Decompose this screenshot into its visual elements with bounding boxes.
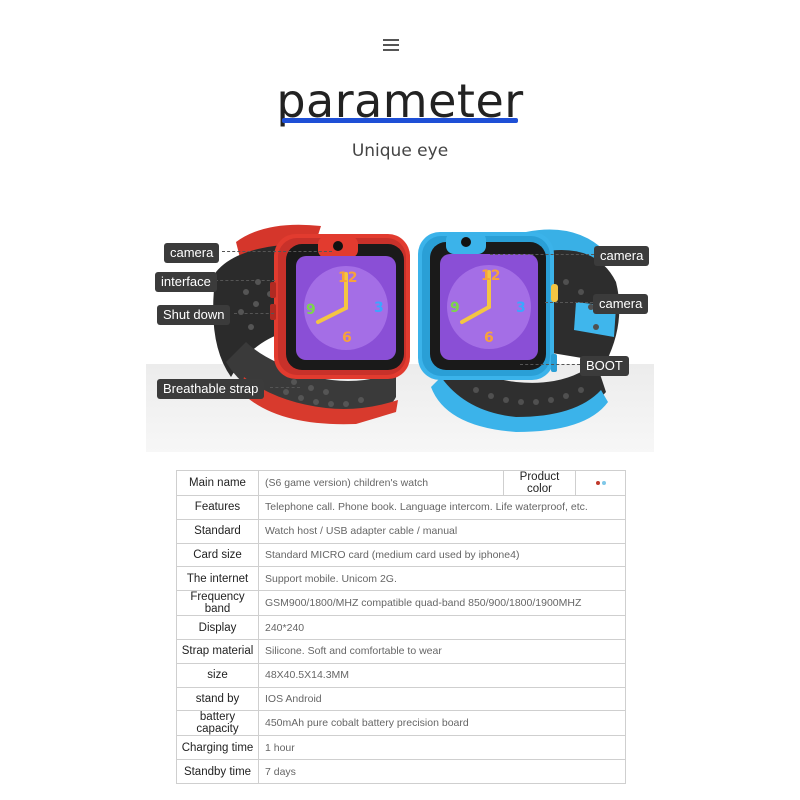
callout-line-breathable-strap — [270, 387, 300, 388]
product-color-swatches — [575, 470, 626, 496]
spec-label: Card size — [176, 542, 259, 568]
spec-label: Standby time — [176, 759, 259, 784]
blue-color-dot — [601, 481, 606, 486]
blue-watch-3: 3 — [516, 300, 526, 316]
red-watch-3: 3 — [374, 300, 384, 316]
blue-watch-12: 12 — [481, 268, 500, 284]
spec-label: Frequency band — [176, 590, 259, 617]
spec-value: Telephone call. Phone book. Language int… — [258, 495, 626, 520]
spec-value: 48X40.5X14.3MM — [258, 662, 626, 688]
spec-value: GSM900/1800/MHZ compatible quad-band 850… — [258, 590, 626, 617]
callout-boot: BOOT — [580, 356, 629, 376]
spec-label: Display — [176, 615, 259, 640]
blue-watch-9: 9 — [450, 300, 460, 316]
callout-camera-right-1: camera — [594, 246, 650, 266]
callout-line-camera-left — [222, 251, 332, 252]
spec-value: Standard MICRO card (medium card used by… — [258, 542, 626, 568]
red-color-dot — [595, 481, 600, 486]
callout-breathable-strap: Breathable strap — [157, 379, 265, 399]
callout-line-camera-right-2 — [545, 302, 593, 303]
title-underline — [282, 118, 518, 123]
spec-label: size — [176, 662, 259, 688]
main-name-label: Main name — [176, 470, 259, 496]
callout-camera-left: camera — [164, 243, 220, 263]
callout-shut-down: Shut down — [157, 305, 231, 325]
spec-label: The internet — [176, 566, 259, 592]
callout-line-boot — [520, 364, 580, 365]
spec-label: Charging time — [176, 735, 259, 761]
product-color-label: Product color — [503, 470, 576, 496]
watches-illustration: 12 3 6 9 — [213, 224, 620, 432]
spec-value: Watch host / USB adapter cable / manual — [258, 518, 626, 544]
callout-camera-right-2: camera — [593, 294, 649, 314]
callout-line-interface — [215, 280, 275, 281]
page-subtitle: Unique eye — [351, 141, 449, 161]
spec-value: Silicone. Soft and comfortable to wear — [258, 638, 626, 664]
callout-line-shut-down — [234, 313, 274, 314]
callout-line-camera-right-1 — [490, 254, 594, 255]
spec-value: 7 days — [258, 759, 626, 784]
table-row-main-name: Main name (S6 game version) children's w… — [176, 470, 626, 496]
blue-watch-6: 6 — [484, 330, 494, 346]
blue-watch: 12 3 6 9 — [418, 229, 620, 432]
spec-label: stand by — [176, 686, 259, 712]
product-photo: 12 3 6 9 — [146, 212, 654, 452]
menu-icon[interactable] — [383, 36, 399, 52]
spec-label: Strap material — [176, 638, 259, 664]
red-watch-9: 9 — [306, 302, 316, 318]
spec-label: Features — [176, 495, 259, 520]
spec-table: Main name (S6 game version) children's w… — [176, 470, 626, 784]
spec-label: Standard — [176, 518, 259, 544]
red-watch-6: 6 — [342, 330, 352, 346]
spec-value: 240*240 — [258, 615, 626, 640]
spec-label: battery capacity — [176, 710, 259, 737]
spec-value: 450mAh pure cobalt battery precision boa… — [258, 710, 626, 737]
main-name-value: (S6 game version) children's watch — [258, 470, 504, 496]
callout-interface: interface — [155, 272, 217, 292]
spec-value: 1 hour — [258, 735, 626, 761]
red-watch: 12 3 6 9 — [213, 224, 410, 425]
red-watch-12: 12 — [338, 270, 357, 286]
spec-value: Support mobile. Unicom 2G. — [258, 566, 626, 592]
spec-value: IOS Android — [258, 686, 626, 712]
